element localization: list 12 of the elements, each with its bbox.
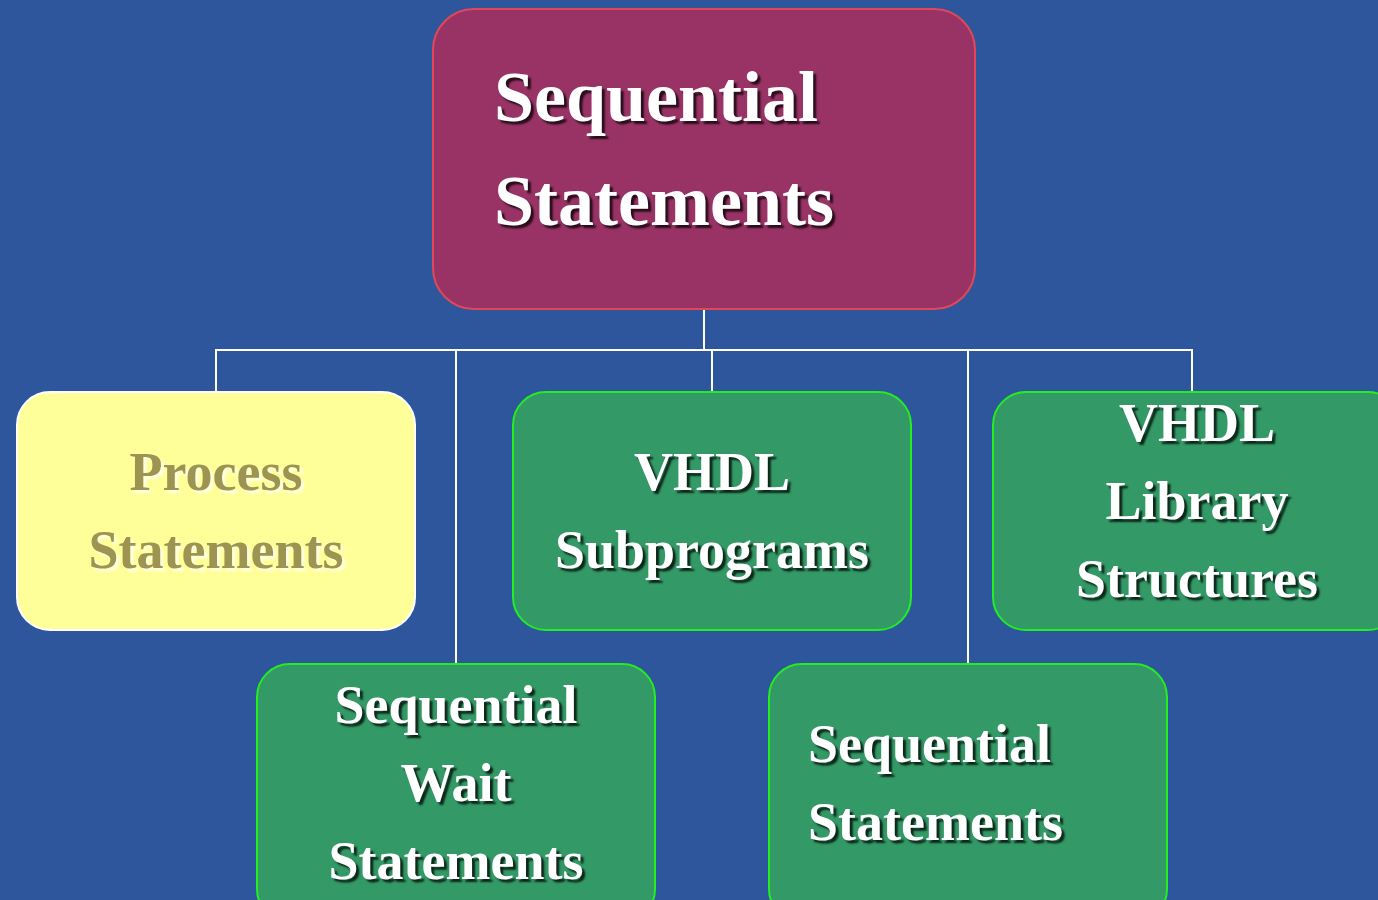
rounded-box [768,663,1168,900]
rounded-box [512,391,912,631]
rounded-box [992,391,1378,631]
box-label: Sequential Wait Statements [327,673,585,894]
rounded-box [16,391,416,631]
box-label: VHDL Subprograms [553,440,871,582]
rounded-box [432,8,976,310]
box-label: Sequential Statements [494,55,835,243]
box-label: Process Statements [87,440,345,582]
box-label: VHDL Library Structures [1075,391,1319,612]
rounded-box [256,663,656,900]
box-label: Sequential Statements [808,712,1064,854]
